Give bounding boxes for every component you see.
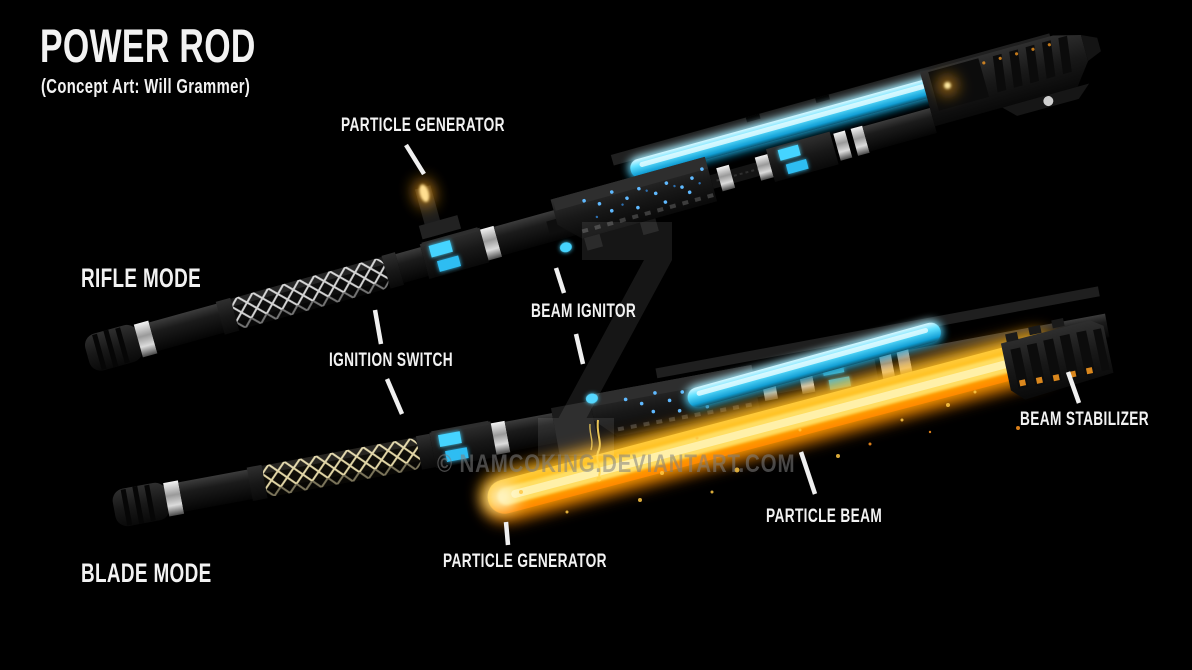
label-particle-generator-top: PARTICLE GENERATOR (341, 115, 505, 136)
ignition-switch-upper-callout-line (372, 309, 384, 345)
blade-top-rail (655, 286, 1100, 379)
label-blade-mode: BLADE MODE (81, 558, 212, 588)
rifle-muzzle-head (919, 34, 1101, 127)
beam-origin-hotspot (485, 485, 518, 510)
rifle-led-module (765, 131, 839, 183)
rifle-grip (232, 258, 389, 328)
label-beam-stabilizer: BEAM STABILIZER (1020, 409, 1150, 430)
rifle-muzzle-vents (992, 35, 1072, 93)
rifle-mode-weapon (84, 33, 1101, 371)
rifle-particle-generator (414, 180, 462, 240)
blade-ignition-switch (429, 420, 497, 469)
rifle-ignition-switch (419, 227, 490, 279)
beam-stabilizer-block (1000, 318, 1114, 400)
particle-generator-top-callout-line (404, 143, 426, 176)
label-ignition-switch: IGNITION SWITCH (329, 350, 453, 371)
blade-grip (262, 438, 421, 496)
beam-ignitor-lower-callout-line (573, 333, 586, 365)
label-particle-generator-bottom: PARTICLE GENERATOR (443, 551, 607, 572)
particle-beam-callout-line (798, 451, 818, 495)
watermark-text: © NAMCOKING.DEVIANTART.COM (437, 450, 796, 478)
blade-beam-ignitor-glow (585, 393, 598, 404)
deviantart-watermark-logo (538, 222, 672, 456)
label-rifle-mode: RIFLE MODE (81, 263, 202, 293)
particle-beam-blade (479, 329, 1062, 524)
rifle-beam-ignitor-glow (559, 242, 572, 253)
beam-ignitor-upper-callout-line (553, 267, 567, 294)
label-particle-beam: PARTICLE BEAM (766, 506, 883, 527)
particle-drips (589, 419, 602, 482)
blade-mode-weapon (112, 286, 1110, 527)
rifle-pommel-ring (133, 320, 158, 358)
label-beam-ignitor: BEAM IGNITOR (531, 301, 637, 322)
artist-credit: (Concept Art: Will Grammer) (41, 76, 251, 98)
blade-energy-tube (687, 322, 941, 408)
rifle-receiver (550, 156, 718, 253)
rifle-indicator-lights (582, 167, 704, 219)
stabilizer-vents (1010, 328, 1110, 389)
particle-generator-bottom-callout-line (503, 521, 511, 546)
beam-sparks (519, 390, 1020, 514)
beam-stabilizer-callout-line (1065, 371, 1082, 404)
ignition-switch-lower-callout-line (384, 378, 405, 415)
page-title: POWER ROD (40, 19, 256, 72)
